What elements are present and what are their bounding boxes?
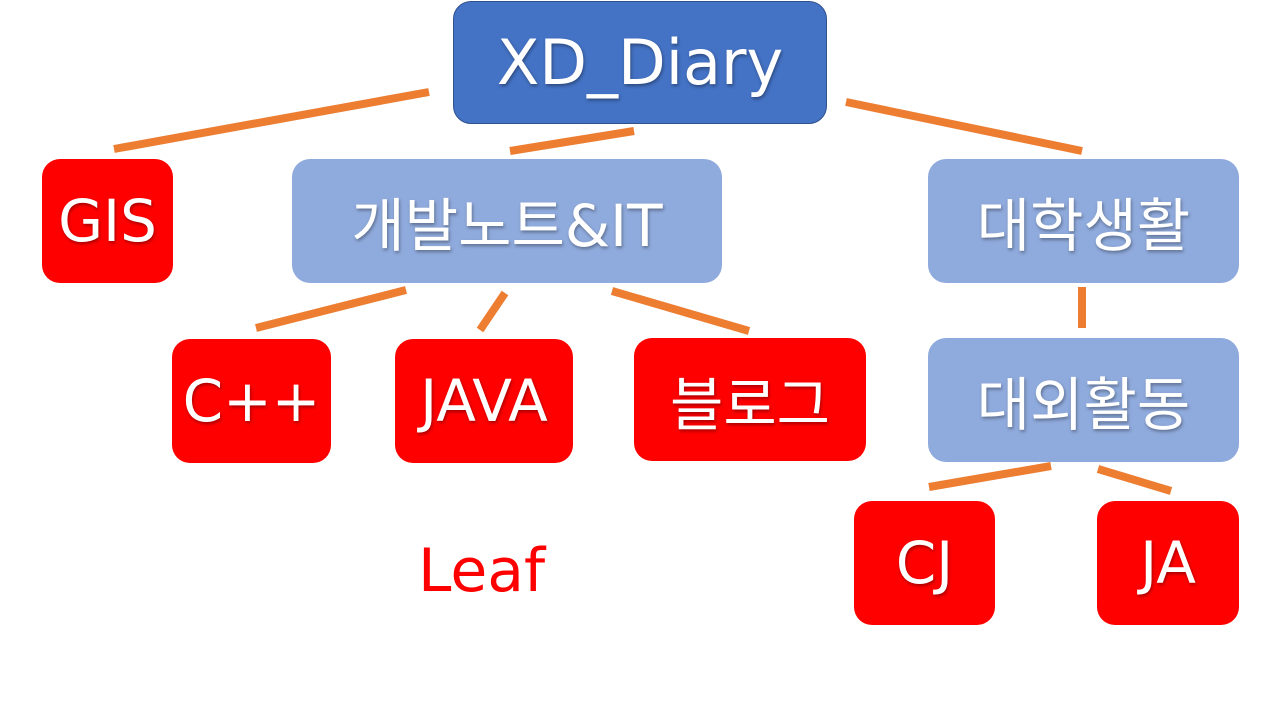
edge-dev-notes-cpp — [255, 286, 407, 332]
internal-node-dev-notes-label: 개발노트&IT — [351, 192, 663, 260]
leaf-node-ja-label: JA — [1140, 529, 1196, 597]
leaf-node-gis-label: GIS — [58, 187, 157, 255]
leaf-node-cj-label: CJ — [895, 529, 954, 597]
edge-root-gis — [113, 88, 430, 153]
edge-root-college-life — [845, 98, 1083, 155]
internal-node-external-activities[interactable]: 대외활동 — [928, 338, 1239, 462]
edge-dev-notes-blog — [610, 287, 751, 335]
internal-node-external-activities-label: 대외활동 — [976, 371, 1191, 439]
leaf-node-gis[interactable]: GIS — [42, 159, 173, 283]
edge-root-dev-notes — [509, 127, 635, 155]
internal-node-dev-notes[interactable]: 개발노트&IT — [292, 159, 722, 283]
edge-external-cj — [928, 462, 1052, 491]
root-node[interactable]: XD_Diary — [453, 1, 827, 124]
edge-dev-notes-java — [476, 290, 509, 333]
leaf-node-cpp[interactable]: C++ — [172, 339, 331, 463]
leaf-node-blog-label: 블로그 — [669, 370, 831, 439]
leaf-node-ja[interactable]: JA — [1097, 501, 1239, 625]
leaf-node-blog[interactable]: 블로그 — [634, 338, 866, 461]
edge-external-ja — [1096, 465, 1173, 495]
internal-node-college-life[interactable]: 대학생활 — [928, 159, 1239, 283]
leaf-node-cpp-label: C++ — [182, 367, 321, 435]
internal-node-college-life-label: 대학생활 — [976, 192, 1191, 260]
root-node-label: XD_Diary — [496, 26, 784, 99]
leaf-node-java[interactable]: JAVA — [395, 339, 573, 463]
leaf-node-cj[interactable]: CJ — [854, 501, 995, 625]
legend-leaf-label: Leaf — [418, 536, 546, 606]
leaf-node-java-label: JAVA — [420, 367, 548, 435]
